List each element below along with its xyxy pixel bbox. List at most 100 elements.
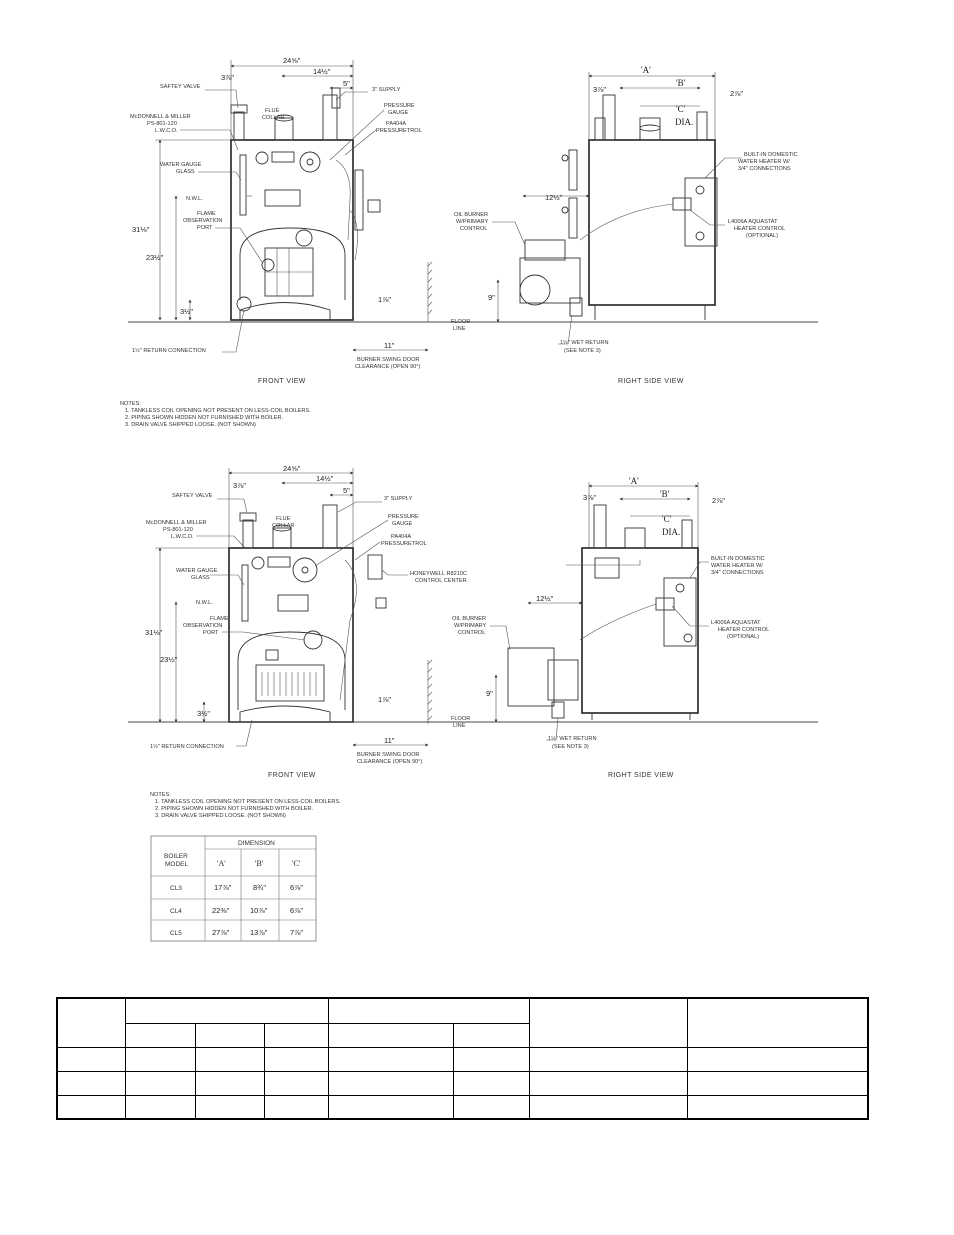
bot-side-view-title: RIGHT SIDE VIEW	[608, 772, 674, 779]
table-dimension-header: DIMENSION	[238, 840, 275, 847]
top-side-burner-offset: 12½"	[545, 193, 563, 202]
bot-label-safety-valve: SAFTEY VALVE	[172, 493, 213, 499]
spec-cell	[327, 1022, 454, 1048]
bot-label-lwco-3: L.W.C.O.	[171, 534, 194, 540]
spec-cell	[452, 1022, 530, 1048]
bot-note-heading: NOTES:	[150, 792, 171, 798]
bot-label-gauge-1: PRESSURE	[388, 514, 419, 520]
table-cell-a: 22⅜"	[212, 906, 230, 915]
table-model-header-2: MODEL	[165, 861, 189, 868]
bottom-front-view: 24⅝" 14½" 5" 3⅞" 31⅛" 23½" 3½	[145, 464, 470, 779]
bot-label-floor-2: LINE	[453, 723, 466, 729]
table-cell-c: 6⅞"	[290, 883, 303, 892]
table-cell-c: 6⅞"	[290, 906, 303, 915]
empty-spec-table	[56, 997, 870, 1120]
top-side-c-dim: 'C'	[676, 104, 686, 114]
bot-side-c-dim: 'C'	[662, 514, 672, 524]
top-label-supply: 3" SUPPLY	[372, 87, 401, 93]
top-front-small-dim: 1⅞"	[378, 295, 391, 304]
bot-side-aquastat-2: HEATER CONTROL	[718, 627, 769, 633]
spec-cell	[56, 1070, 126, 1096]
bot-side-c-dia: DIA.	[662, 527, 680, 537]
bot-side-burner-1: OIL BURNER	[452, 616, 486, 622]
top-label-flame-1: FLAME	[197, 211, 216, 217]
spec-cell	[452, 1094, 530, 1120]
bot-side-topleft-dim: 3⅞"	[583, 493, 596, 502]
spec-cell	[686, 1046, 869, 1072]
top-side-burner-height: 9"	[488, 293, 495, 302]
bot-label-flame-3: PORT	[203, 630, 219, 636]
top-side-heater-3: 3/4" CONNECTIONS	[738, 166, 791, 172]
bot-label-door-2: CLEARANCE (OPEN 90°)	[357, 759, 422, 765]
table-col-b: 'B'	[255, 859, 264, 868]
bot-side-burner-3: CONTROL	[458, 630, 485, 636]
bot-label-supply: 3" SUPPLY	[384, 496, 413, 502]
spec-cell	[452, 1046, 530, 1072]
spec-cell	[124, 1022, 196, 1048]
bot-label-nwl: N.W.L.	[196, 600, 213, 606]
spec-cell	[124, 1070, 196, 1096]
top-side-b-dim: 'B'	[676, 78, 686, 88]
bot-front-return-dim: 3½"	[197, 709, 210, 718]
bot-side-return-2: (SEE NOTE 3)	[552, 744, 589, 750]
bot-front-safety-dim: 3⅞"	[233, 481, 246, 490]
bot-side-heater-1: BUILT-IN DOMESTIC	[711, 556, 765, 562]
table-cell-b: 8¾"	[253, 883, 266, 892]
bot-label-gauge-2: GAUGE	[392, 521, 412, 527]
top-front-supply-dim: 5"	[343, 79, 350, 88]
top-side-return-2: (SEE NOTE 3)	[564, 348, 601, 354]
spec-cell	[56, 997, 126, 1048]
bot-side-heater-2: WATER HEATER W/	[711, 563, 763, 569]
spec-cell	[528, 1046, 688, 1072]
spec-cell	[327, 1046, 454, 1072]
bot-label-glass-1: WATER GAUGE	[176, 568, 218, 574]
bot-label-flame-1: FLAME	[210, 616, 229, 622]
top-front-flue-dim: 14½"	[313, 67, 331, 76]
top-label-safety-valve: SAFTEY VALVE	[160, 84, 201, 90]
spec-cell	[263, 1070, 329, 1096]
top-front-view-title: FRONT VIEW	[258, 378, 306, 385]
spec-cell	[194, 1070, 265, 1096]
top-front-return-dim: 3½"	[180, 307, 193, 316]
bot-side-aquastat-1: L4006A AQUASTAT	[711, 620, 761, 626]
top-label-gauge-2: GAUGE	[388, 110, 408, 116]
top-side-topright-dim: 2⅞"	[730, 89, 743, 98]
top-front-width-dim: 24⅝"	[283, 56, 301, 65]
top-front-jacket	[230, 139, 354, 321]
top-notes: NOTES: 1. TANKLESS COIL OPENING NOT PRES…	[120, 401, 311, 428]
bot-label-return: 1½" RETURN CONNECTION	[150, 743, 224, 750]
top-front-height-dim: 31⅛"	[132, 225, 150, 234]
bot-label-glass-2: GLASS	[191, 575, 210, 581]
spec-cell	[327, 1070, 454, 1096]
top-side-view: 'A' 'B' 'C' DIA. 3⅞" 2⅞" 12½" 9" BUI	[454, 65, 798, 385]
top-label-pressuretrol-1: PA404A	[386, 121, 406, 127]
bot-label-flue-1: FLUE	[276, 516, 291, 522]
top-side-c-dia: DIA.	[675, 117, 693, 127]
bot-side-a-dim: 'A'	[629, 476, 639, 486]
spec-cell	[528, 1094, 688, 1120]
top-note-2: 2. PIPING SHOWN HIDDEN NOT FURNISHED WIT…	[125, 415, 284, 421]
top-side-aquastat-1: L4006A AQUASTAT	[728, 219, 778, 225]
dimension-table: DIMENSION BOILER MODEL 'A' 'B' 'C' CL3 1…	[150, 835, 317, 942]
bot-label-door-1: BURNER SWING DOOR	[357, 752, 419, 758]
spec-cell	[124, 1094, 196, 1120]
top-label-door-2: CLEARANCE (OPEN 90°)	[355, 364, 420, 370]
bot-side-burner-offset: 12½"	[536, 594, 554, 603]
bot-label-lwco-2: PS-801-120	[163, 527, 193, 533]
bot-front-small-dim: 1⅞"	[378, 695, 391, 704]
spec-cell	[452, 1070, 530, 1096]
spec-cell	[124, 1046, 196, 1072]
bot-front-clearance-dim: 11"	[384, 736, 395, 745]
top-label-return: 1½" RETURN CONNECTION	[132, 347, 206, 354]
bot-note-1: 1. TANKLESS COIL OPENING NOT PRESENT ON …	[155, 799, 341, 805]
spec-cell	[686, 1070, 869, 1096]
bot-label-flame-2: OBSERVATION	[183, 623, 222, 629]
top-label-door-1: BURNER SWING DOOR	[357, 357, 419, 363]
table-model-header-1: BOILER	[164, 853, 188, 860]
bot-side-jacket	[581, 547, 699, 714]
spec-cell	[263, 1022, 329, 1048]
bot-label-flue-2: COLLAR	[272, 523, 294, 529]
table-col-a: 'A'	[217, 859, 226, 868]
table-cell-a: 17⅞"	[214, 883, 232, 892]
spec-cell	[56, 1094, 126, 1120]
